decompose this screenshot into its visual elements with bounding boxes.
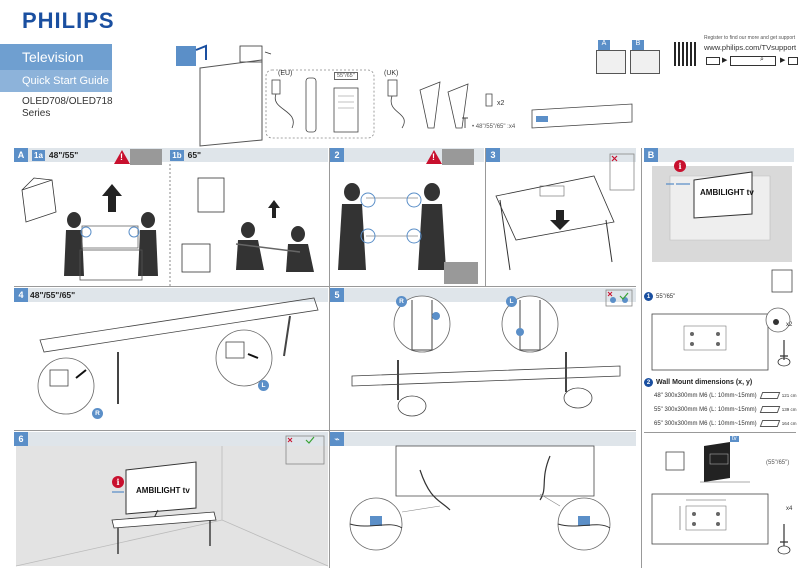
info-icon: i [112, 476, 124, 488]
ambilight-label-room: AMBILIGHT tv [136, 486, 190, 495]
step-6-label: 6 [14, 432, 28, 446]
divider [14, 286, 636, 287]
step-3-header: 3 [486, 148, 636, 162]
distance-icon [759, 392, 780, 399]
arrow-icon: ▶ [722, 57, 728, 64]
divider [14, 430, 636, 431]
distance-icon [759, 406, 780, 413]
divider [329, 148, 330, 568]
philips-logo: PHILIPS [22, 8, 115, 33]
search-icon: ⌕ [760, 56, 764, 63]
qr-code-icon[interactable] [674, 42, 698, 66]
label-r: R [396, 296, 407, 307]
wall-mount-title: Wall Mount dimensions (x, y) [656, 379, 753, 386]
section-a-header: A 1a 48"/55" 1b 65" [14, 148, 328, 162]
wall-step-2: 2 Wall Mount dimensions (x, y) [644, 378, 752, 387]
screw-qty-x4: x4 [786, 506, 793, 512]
tab-b: B [632, 40, 644, 50]
ambilight-label-wall: AMBILIGHT tv [700, 188, 754, 197]
lift-warning-icon [130, 149, 162, 165]
lift-warning-icon [442, 149, 474, 165]
arrow-right-icon: ▶ [780, 57, 786, 64]
wall-step-1: 1 55"/65" [644, 292, 675, 301]
section-a-label: A [14, 148, 28, 162]
bottom-sizes: (55"/65") [766, 460, 790, 466]
step-2-label: 2 [330, 148, 344, 162]
screw-qty-x2: x2 [786, 322, 793, 328]
step-1a-label: 1a [32, 149, 45, 161]
step-3-label: 3 [486, 148, 500, 162]
section-b-header: B [644, 148, 794, 162]
step-4-label: 4 [14, 288, 28, 302]
guide-title: Quick Start Guide [0, 70, 112, 92]
step-6-header: 6 [14, 432, 328, 446]
wall-mount-row: 48" 300x300mm M6 (L: 10mm~15mm) 121 cm [654, 392, 797, 399]
label-l: L [258, 380, 269, 391]
wall-mount-row: 55" 300x300mm M6 (L: 10mm~15mm) 139 cm [654, 406, 797, 413]
model-number: OLED708/OLED718 Series [22, 96, 113, 119]
warning-icon: ! [426, 150, 442, 164]
product-title: Television [0, 44, 112, 70]
step-7-header: ⌁ [330, 432, 636, 446]
tab-a: A [598, 40, 610, 50]
wall-step-2-num: 2 [644, 378, 653, 387]
divider [641, 148, 642, 568]
step-4-header: 4 48"/55"/65" [14, 288, 328, 302]
info-icon: i [674, 160, 686, 172]
search-field-icon [730, 56, 776, 66]
eu-label: (EU) [278, 70, 293, 77]
wall-icon [630, 50, 660, 74]
book-icon [706, 57, 720, 65]
tv-badge: tv [730, 436, 739, 442]
distance-icon [759, 420, 780, 427]
wall-mount-row: 65" 300x300mm M6 (L: 10mm~15mm) 164 cm [654, 420, 797, 427]
label-r: R [92, 408, 103, 419]
section-b-label: B [644, 148, 658, 162]
wall-step-1-sizes: 55"/65" [656, 293, 676, 300]
support-url[interactable]: www.philips.com/TVsupport [704, 43, 797, 52]
wall-step-1-num: 1 [644, 292, 653, 301]
step-5-label: 5 [330, 288, 344, 302]
step-5-header: 5 [330, 288, 636, 302]
register-text: Register to find our more and get suppor… [704, 35, 796, 41]
label-l: L [506, 296, 517, 307]
sizes-label: 55"/65" [334, 72, 358, 80]
step-1b-sizes: 65" [187, 150, 202, 160]
page-icon [788, 57, 798, 65]
stand-icon [596, 50, 626, 74]
step-1a-sizes: 48"/55" [48, 150, 79, 160]
clip-qty: x2 [497, 100, 505, 107]
screw-sizes: • 48"/55"/65" :x4 [472, 124, 516, 130]
uk-label: (UK) [384, 70, 399, 77]
divider [644, 432, 796, 433]
step-1b-label: 1b [170, 149, 184, 161]
divider [485, 148, 486, 286]
warning-icon: ! [114, 150, 130, 164]
cable-icon: ⌁ [330, 432, 344, 446]
step-4-sizes: 48"/55"/65" [30, 290, 76, 300]
